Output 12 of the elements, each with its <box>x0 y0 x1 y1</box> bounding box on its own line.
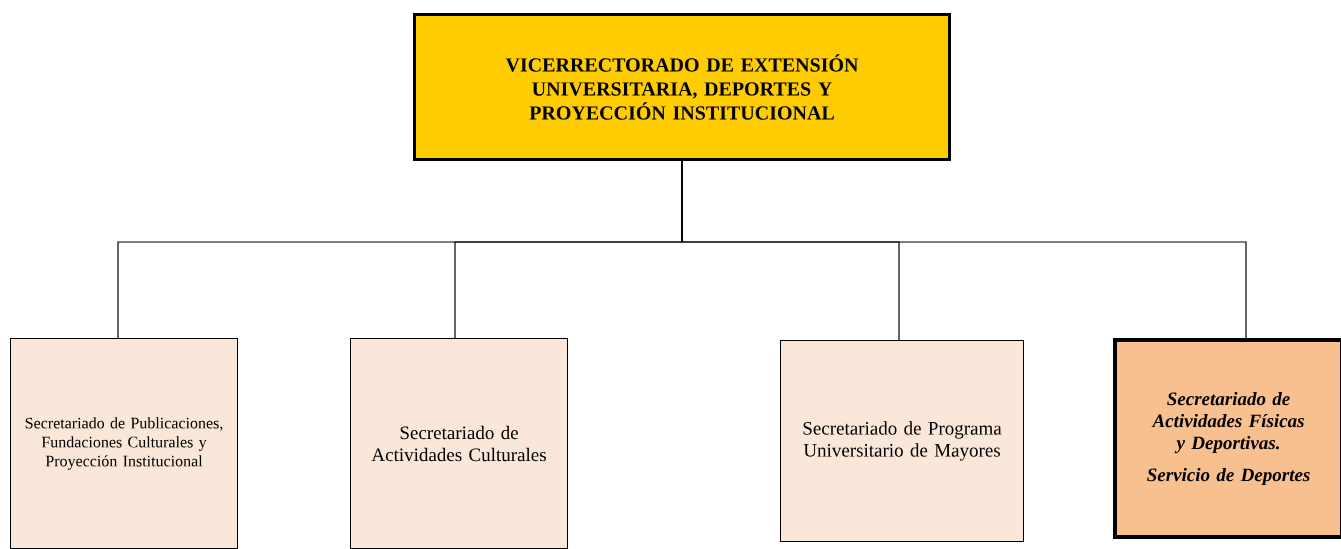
node-label: Secretariado de Programa Universitario de Mayores <box>803 421 1002 461</box>
unit-box <box>780 340 1024 542</box>
node-label: Secretariado de Actividades Culturales <box>371 425 546 462</box>
unit-box <box>10 338 238 549</box>
node-label: VICERRECTORADO DE EXTENSIÓN UNIVERSITARIA, DEPORTES Y PROYECCIÓN INSTITUCIONAL <box>505 54 859 120</box>
node-label: Secretariado de Actividades Físicas y Deportivas. <box>1151 391 1304 454</box>
node-label: Secretariado de Publicaciones, Fundaciones Culturales y Proyección Institucional <box>25 417 223 470</box>
unit-box <box>1113 338 1341 539</box>
node-label: Servicio de Deportes <box>1147 467 1310 486</box>
connector <box>681 160 1247 339</box>
unit-box <box>350 338 568 549</box>
title-box <box>413 13 951 161</box>
